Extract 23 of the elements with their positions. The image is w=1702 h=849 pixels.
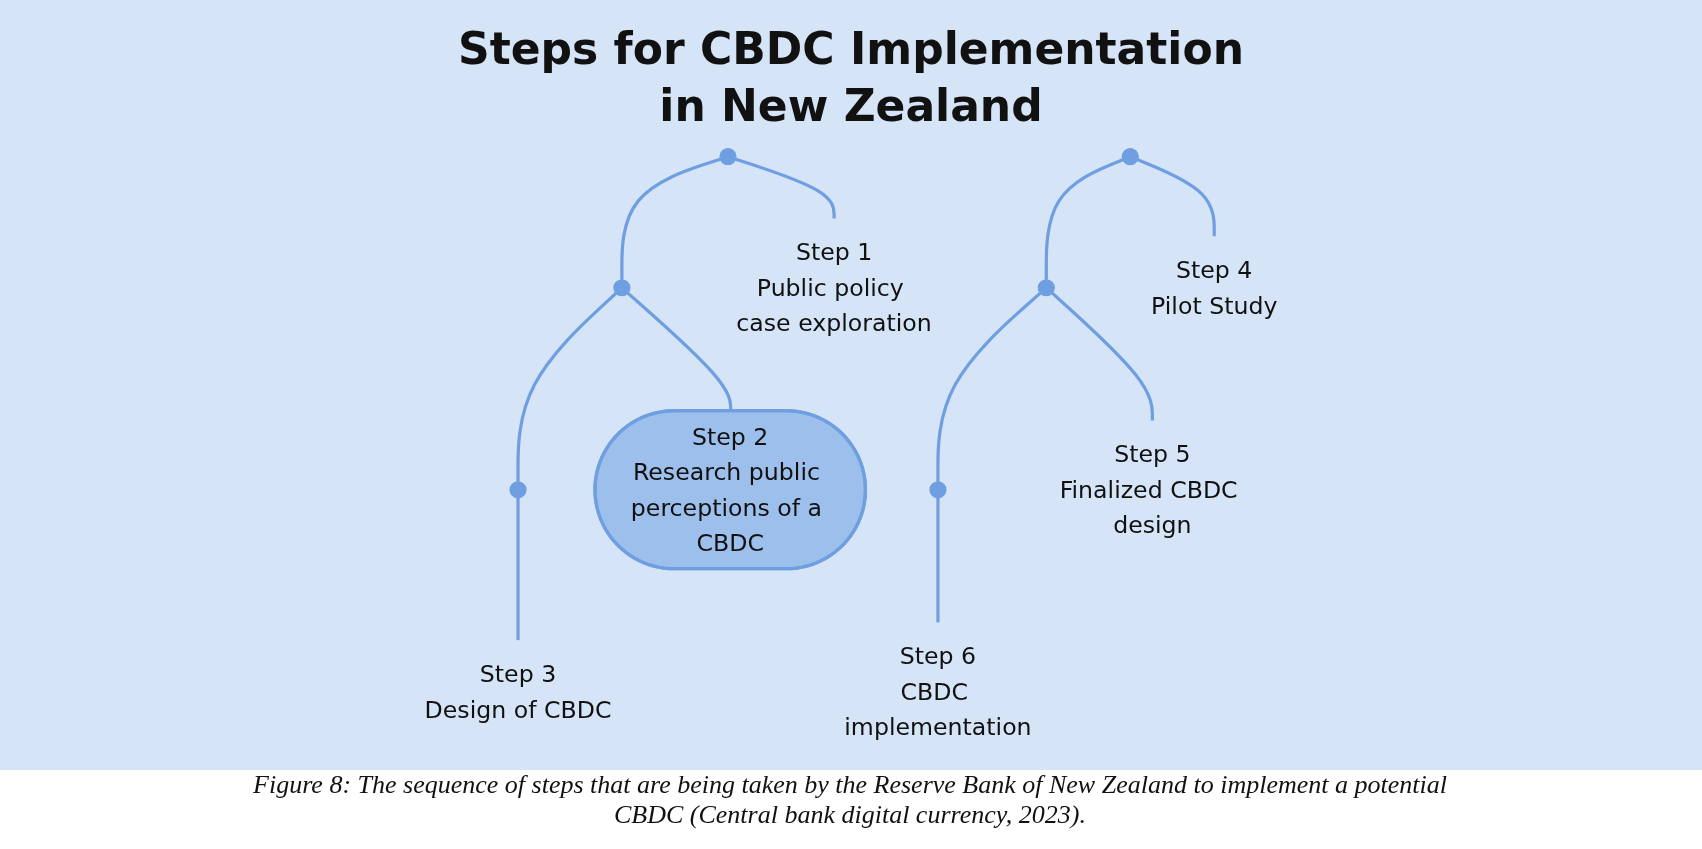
connector [626, 292, 733, 412]
connector [1137, 158, 1216, 237]
node-circle [509, 481, 527, 499]
connector [516, 498, 520, 641]
node-circle [1037, 279, 1055, 297]
connector [1044, 158, 1124, 281]
node-circle [929, 481, 947, 499]
connector [620, 158, 721, 281]
node-text: Step 3 Design of CBDC [424, 660, 612, 724]
connector [516, 292, 618, 483]
figure-caption: Figure 8: The sequence of steps that are being taken by the Reserve Bank of New Zealand to implement a potential CBDC (Central bank digital currency, 2023). [252, 770, 1448, 830]
node-circle [719, 148, 737, 166]
node-circle [1121, 148, 1139, 166]
connector [936, 498, 940, 623]
node-circle [613, 279, 631, 297]
node-text: Step 4 Pilot Study [1151, 256, 1278, 320]
connector [735, 158, 836, 219]
node-text: Step 1 Public policy case exploration [736, 239, 932, 337]
node-text: Step 6 CBDC implementation [844, 643, 1032, 741]
diagram-title: Steps for CBDC Implementation in New Zealand [457, 22, 1245, 134]
connector [936, 292, 1042, 483]
connector [1051, 292, 1154, 421]
node-text: Step 5 Finalized CBDC design [1059, 441, 1238, 539]
